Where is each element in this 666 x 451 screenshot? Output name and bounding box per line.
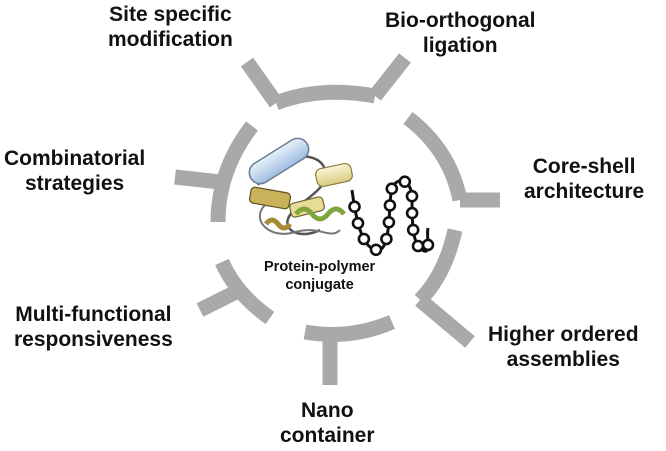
label-line: modification	[108, 28, 233, 51]
label-bio-orthogonal-ligation: Bio-orthogonal ligation	[385, 8, 535, 58]
protein-helix	[248, 137, 310, 185]
center-label-line: Protein-polymer	[264, 259, 376, 275]
polymer-bead	[369, 243, 383, 257]
label-line: responsiveness	[14, 328, 173, 351]
label-multi-functional-responsiveness: Multi-functional responsiveness	[14, 302, 173, 352]
ring-tab-multi-functional	[196, 283, 244, 317]
label-line: Core-shell	[532, 155, 636, 178]
protein-strand	[315, 162, 353, 188]
polymer-bead	[405, 206, 419, 220]
ring-segment-upper-left	[210, 121, 258, 223]
ring-tab-bio-orthogonal	[369, 53, 411, 101]
polymer-bead	[411, 239, 425, 253]
label-line: Higher ordered	[488, 323, 639, 346]
polymer-bead	[385, 182, 399, 195]
ring-tab-higher-ordered	[415, 294, 475, 348]
label-core-shell-architecture: Core-shell architecture	[524, 154, 644, 204]
polymer-bead	[421, 238, 435, 252]
ring-tab-site-specific	[240, 57, 283, 108]
label-line: Nano	[301, 399, 354, 422]
center-label-line: conjugate	[285, 277, 354, 293]
label-combinatorial-strategies: Combinatorial strategies	[4, 146, 145, 196]
protein-ribbon	[294, 206, 346, 222]
ring-segment-upper-right	[403, 112, 468, 202]
label-line: strategies	[24, 172, 125, 195]
protein-strand	[289, 196, 325, 218]
label-line: Multi-functional	[15, 303, 172, 326]
label-nano-container: Nano container	[280, 398, 375, 448]
polymer-bead	[357, 232, 371, 246]
label-line: Bio-orthogonal	[385, 9, 536, 32]
polymer-chain	[348, 175, 435, 257]
polymer-bead	[382, 216, 396, 229]
label-higher-ordered-assemblies: Higher ordered assemblies	[488, 322, 639, 372]
label-line: assemblies	[506, 348, 620, 371]
protein-strand	[248, 186, 292, 210]
polymer-bead	[348, 200, 361, 213]
polymer-bead	[405, 189, 419, 203]
label-line: ligation	[422, 34, 498, 57]
ring-tab-combinatorial	[174, 169, 221, 190]
polymer-bead	[406, 223, 420, 237]
ring-segment-lower-left	[215, 258, 275, 325]
center-label: Protein-polymer conjugate	[264, 258, 375, 294]
ring	[174, 53, 500, 385]
ring-segment-top	[273, 84, 377, 111]
label-line: Combinatorial	[4, 147, 146, 170]
label-line: architecture	[524, 180, 645, 203]
ring-segment-bottom	[303, 315, 395, 342]
label-line: Site specific	[109, 3, 232, 26]
polymer-bead	[383, 199, 397, 212]
protein-ribbon	[264, 217, 292, 231]
label-site-specific-modification: Site specific modification	[108, 2, 233, 52]
protein-illustration	[248, 137, 353, 236]
label-line: container	[280, 424, 375, 447]
protein-loop	[258, 204, 341, 235]
polymer-bead	[351, 216, 365, 230]
polymer-bead	[380, 232, 393, 246]
polymer-bead	[398, 175, 412, 188]
